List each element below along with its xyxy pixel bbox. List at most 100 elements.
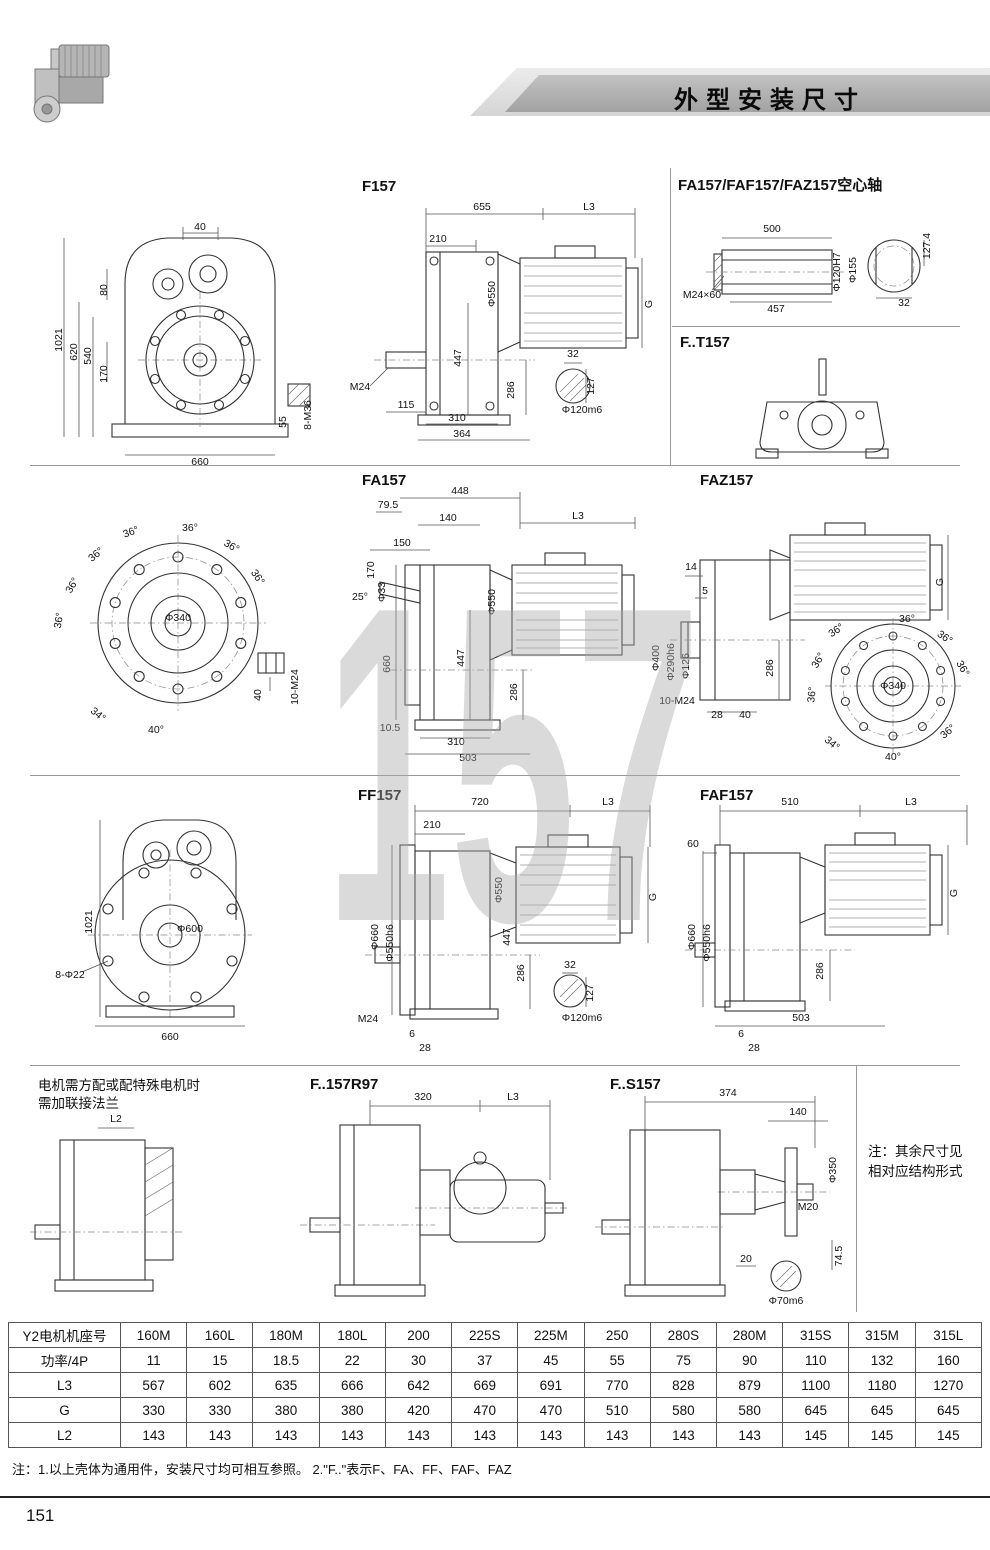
dim-label: L3 <box>507 1091 519 1103</box>
table-cell: 45 <box>517 1347 585 1373</box>
dim-label: L3 <box>602 796 614 808</box>
table-cell: 37 <box>451 1347 519 1373</box>
table-cell: 145 <box>914 1422 983 1448</box>
dim-label: Φ120H7 <box>831 252 843 291</box>
row-label: Y2电机机座号 <box>8 1322 121 1348</box>
dim-label: 310 <box>448 412 466 424</box>
dim-label: 660 <box>191 456 209 467</box>
section-title: F157 <box>362 178 397 195</box>
f157r97-drawing: 320 L3 <box>300 1091 570 1297</box>
dim-label: 36° <box>52 612 67 630</box>
table-cell: 143 <box>583 1422 651 1448</box>
table-cell: 90 <box>715 1347 784 1373</box>
table-cell: 580 <box>715 1397 784 1423</box>
table-cell: 315S <box>782 1322 850 1348</box>
table-cell: 22 <box>318 1347 386 1373</box>
section-title: FF157 <box>358 787 402 804</box>
dim-label: 10-M24 <box>659 695 695 707</box>
dim-label: 36° <box>953 659 971 679</box>
dim-label: 5 <box>702 585 708 597</box>
dim-label: 503 <box>792 1012 810 1024</box>
divider-row3-row4 <box>30 1065 960 1066</box>
dim-label: 320 <box>414 1091 432 1103</box>
dim-label: 36° <box>121 524 140 541</box>
dim-label: 1021 <box>83 910 95 934</box>
dim-label: 32 <box>564 959 576 971</box>
gearmotor-logo-icon <box>33 44 110 123</box>
table-cell: 15 <box>186 1347 254 1373</box>
dim-label: Φ660 <box>369 924 381 950</box>
divider-vertical-top <box>670 168 671 465</box>
table-cell: 110 <box>782 1347 850 1373</box>
dim-label: 36° <box>182 522 198 534</box>
ft157-drawing <box>755 358 889 459</box>
dim-label: Φ340 <box>165 612 191 624</box>
dim-label: 80 <box>98 284 110 296</box>
dim-label: 36° <box>805 686 818 703</box>
table-cell: 567 <box>119 1372 188 1398</box>
table-cell: 143 <box>649 1422 717 1448</box>
table-cell: 470 <box>451 1397 519 1423</box>
motor-note-line1: 电机需方配或配特殊电机时 <box>38 1078 200 1093</box>
section-title: FAZ157 <box>700 472 754 489</box>
dim-label: 540 <box>82 347 94 365</box>
dim-label: 32 <box>898 297 910 309</box>
table-cell: 330 <box>119 1397 188 1423</box>
dim-label: Φ290h6 <box>665 643 677 681</box>
dim-label: 115 <box>398 399 415 411</box>
table-cell: 30 <box>384 1347 453 1373</box>
divider-row2-row3 <box>30 775 960 776</box>
table-cell: 145 <box>848 1422 916 1448</box>
dim-label: 447 <box>501 928 513 946</box>
row-label: L3 <box>8 1372 121 1398</box>
table-cell: 225S <box>451 1322 519 1348</box>
table-cell: 75 <box>649 1347 717 1373</box>
dim-label: Φ155 <box>847 257 859 283</box>
table-cell: 645 <box>782 1397 850 1423</box>
dim-label: Φ126 <box>680 653 692 679</box>
dim-label: L2 <box>110 1113 122 1125</box>
table-cell: 160L <box>186 1322 254 1348</box>
dim-label: 36° <box>809 651 827 671</box>
divider-hollow-ft157 <box>672 326 960 327</box>
page-number: 151 <box>26 1506 55 1525</box>
dim-label: 20 <box>740 1253 752 1265</box>
dim-label: 210 <box>423 819 441 831</box>
dim-label: L3 <box>583 201 595 213</box>
dim-label: 40° <box>148 724 164 736</box>
dim-label: Φ550 <box>493 877 505 903</box>
dim-label: 660 <box>381 655 393 673</box>
page-title: 外型安装尺寸 <box>674 87 866 114</box>
dim-label: 170 <box>98 365 110 383</box>
dim-label: 28 <box>748 1042 760 1054</box>
table-cell: 143 <box>384 1422 453 1448</box>
row-label: G <box>8 1397 121 1423</box>
table-cell: 770 <box>583 1372 651 1398</box>
dim-label: 457 <box>767 303 785 315</box>
dim-label: 286 <box>508 683 520 701</box>
table-cell: 315M <box>848 1322 916 1348</box>
dim-label: 79.5 <box>378 499 399 511</box>
dim-label: Φ350 <box>827 1157 839 1183</box>
table-cell: 1180 <box>848 1372 916 1398</box>
dim-label: 36° <box>935 628 955 647</box>
side-note-line2: 相对应结构形式 <box>868 1164 963 1179</box>
motor-note-line2: 需加联接法兰 <box>38 1096 119 1111</box>
table-cell: 330 <box>186 1397 254 1423</box>
dim-label: 36° <box>63 576 81 596</box>
dim-label: M24 <box>350 381 371 393</box>
dim-label: 36° <box>248 567 267 587</box>
table-cell: 180L <box>318 1322 386 1348</box>
table-cell: 180M <box>252 1322 320 1348</box>
